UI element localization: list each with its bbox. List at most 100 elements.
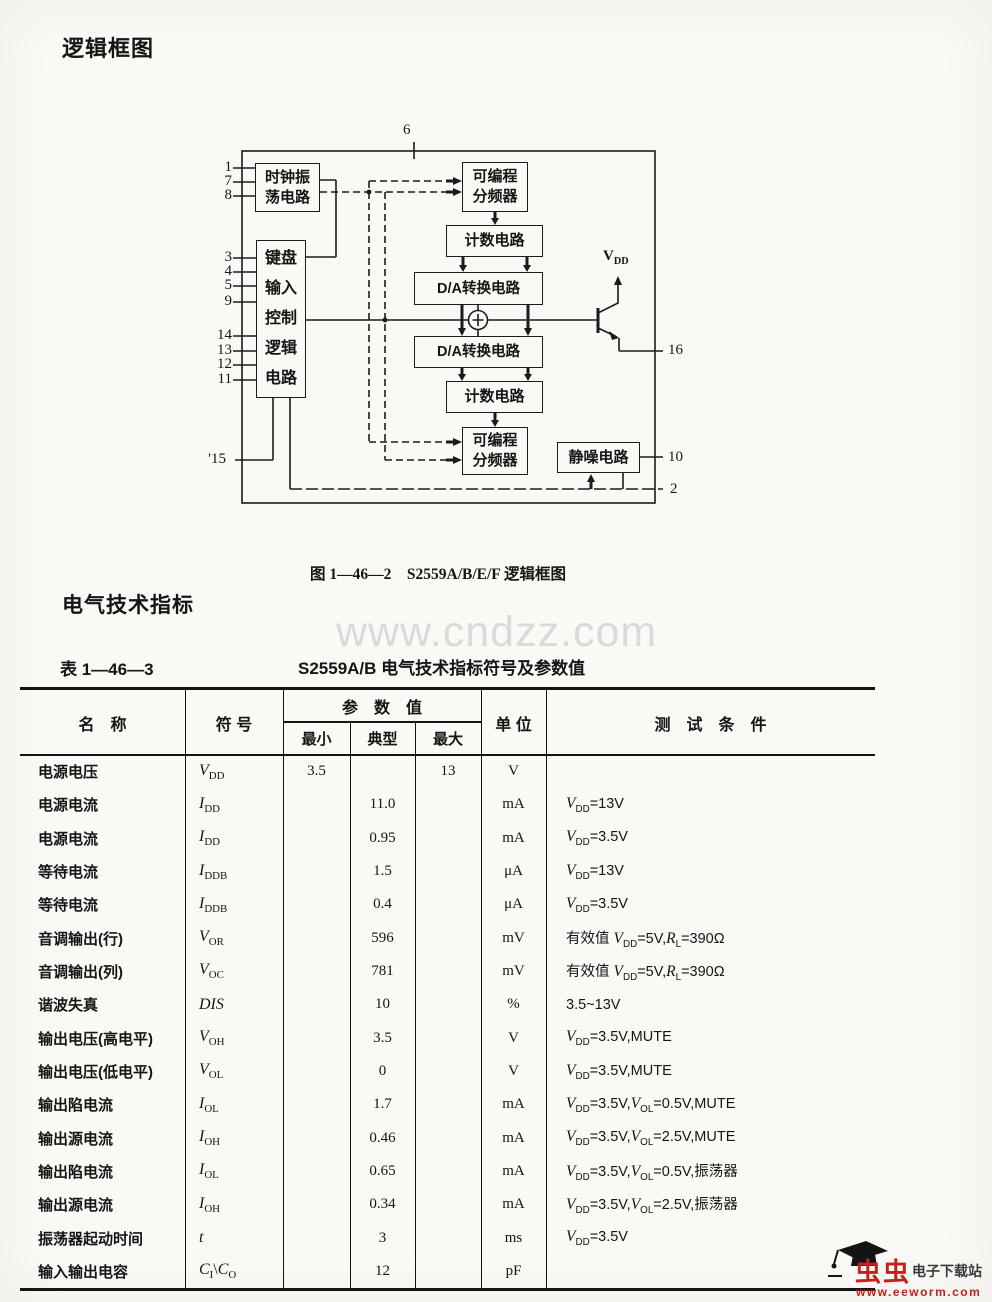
spec-typical: 781: [371, 963, 394, 980]
spec-conditions: VDD=3.5V,VOL=0.5V,振荡器: [566, 1162, 738, 1183]
spec-conditions: VDD=3.5V: [566, 828, 628, 849]
spec-conditions: VDD=3.5V: [566, 894, 628, 915]
spec-typical: 0.65: [369, 1162, 396, 1179]
spec-name: 输出电压(低电平): [38, 1063, 153, 1081]
pin-left-11: 11: [217, 371, 232, 387]
spec-typical: 0.4: [373, 896, 392, 913]
spec-name: 振荡器起动时间: [38, 1230, 144, 1248]
spec-symbol: IOL: [199, 1094, 219, 1115]
spec-unit: μA: [504, 896, 523, 913]
col-header-symbol: 符 号: [215, 716, 253, 734]
spec-typical: 3.5: [373, 1029, 392, 1046]
spec-name: 等待电流: [38, 864, 99, 882]
spec-symbol: CI\CO: [199, 1261, 237, 1282]
spec-symbol: VDD: [199, 761, 225, 782]
spec-name: 输出源电流: [38, 1197, 114, 1215]
spec-typical: 0.95: [369, 829, 396, 846]
spec-symbol: IDD: [199, 828, 221, 849]
pin-left-14: 14: [217, 327, 232, 343]
block-counter-top: 计数电路: [446, 225, 543, 257]
spec-typical: 12: [375, 1262, 390, 1279]
table-border: [282, 690, 285, 1288]
pin-left-9: 9: [224, 293, 233, 309]
pin-top-6: 6: [403, 122, 411, 138]
pin-left-12: 12: [217, 356, 232, 372]
spec-typical: 11.0: [369, 796, 396, 813]
page-title: 逻辑框图: [62, 36, 155, 61]
spec-conditions: VDD=13V: [566, 861, 624, 882]
pin-left-3: 3: [224, 249, 233, 265]
table-border: [414, 721, 417, 1288]
pin-left-5: 5: [224, 277, 233, 293]
table-border: [545, 690, 548, 1288]
spec-conditions: VDD=13V: [566, 795, 624, 815]
spec-unit: %: [507, 996, 520, 1013]
spec-conditions: 3.5~13V: [566, 996, 621, 1013]
block-counter-bottom: 计数电路: [446, 381, 543, 413]
spec-name: 等待电流: [38, 897, 99, 915]
spec-typical: 0.46: [369, 1129, 396, 1146]
spec-conditions: VDD=3.5V,MUTE: [566, 1061, 672, 1082]
col-header-name: 名 称: [78, 716, 127, 734]
pin-left-13: 13: [217, 342, 232, 358]
spec-conditions: 有效值 VDD=5V,RL=390Ω: [566, 929, 725, 950]
pin-right-16: 16: [668, 342, 683, 358]
pin-left-15: '15: [208, 451, 226, 467]
col-header-unit: 单 位: [495, 716, 532, 734]
spec-symbol: IDDB: [199, 894, 228, 915]
spec-symbol: VOC: [199, 961, 224, 982]
spec-typical: 3: [378, 1229, 387, 1246]
logic-diagram-canvas: [233, 142, 663, 504]
table-title: S2559A/B 电气技术指标符号及参数值: [298, 659, 586, 678]
diagram-frame: [241, 150, 656, 504]
logo-site-type: 电子下载站: [912, 1263, 982, 1279]
spec-unit: mV: [502, 963, 525, 980]
spec-symbol: VOR: [199, 928, 224, 949]
block-dac-top: D/A转换电路: [414, 272, 543, 305]
spec-symbol: IDD: [199, 794, 221, 816]
table-row: 电源电流 IDD 11.0 mA VDD=13V: [20, 788, 875, 821]
spec-unit: mA: [502, 1096, 525, 1113]
spec-typical: 10: [375, 996, 390, 1013]
spec-name: 输出陷电流: [38, 1163, 114, 1181]
spec-symbol: t: [199, 1229, 204, 1247]
pin-left-8: 8: [224, 187, 233, 203]
spec-conditions: 有效值 VDD=5V,RL=390Ω: [566, 963, 725, 983]
site-logo: 虫虫 电子下载站 www.eeworm.com: [828, 1238, 992, 1302]
spec-symbol: DIS: [199, 995, 224, 1013]
spec-symbol: VOH: [199, 1028, 225, 1049]
spec-symbol: IOH: [199, 1194, 221, 1215]
col-header-conditions: 测 试 条 件: [654, 716, 767, 734]
pin-left-7: 7: [224, 173, 233, 189]
block-clock-oscillator: 时钟振荡电路: [255, 163, 320, 212]
block-mute-circuit: 静噪电路: [557, 442, 640, 473]
spec-unit: mA: [502, 796, 525, 813]
logo-url: www.eeworm.com: [856, 1285, 982, 1299]
col-header-max: 最大: [432, 730, 463, 748]
spec-name: 音调输出(行): [38, 930, 123, 948]
spec-unit: mV: [502, 929, 525, 946]
table-border: [184, 690, 187, 1288]
spec-unit: mA: [502, 1196, 525, 1213]
spec-conditions: VDD=3.5V,MUTE: [566, 1028, 672, 1049]
spec-conditions: VDD=3.5V,VOL=2.5V,MUTE: [566, 1128, 736, 1149]
spec-unit: mA: [502, 829, 525, 846]
figure-caption: 图 1—46—2 S2559A/B/E/F 逻辑框图: [310, 566, 567, 583]
col-header-typ: 典型: [367, 730, 398, 748]
spec-unit: pF: [505, 1262, 522, 1279]
spec-name: 输出电压(高电平): [38, 1030, 153, 1048]
table-row: 等待电流 IDDB 0.4 μA VDD=3.5V: [20, 888, 875, 921]
col-header-min: 最小: [301, 730, 332, 748]
spec-symbol: IDDB: [199, 861, 228, 882]
spec-name: 电源电流: [38, 797, 99, 815]
